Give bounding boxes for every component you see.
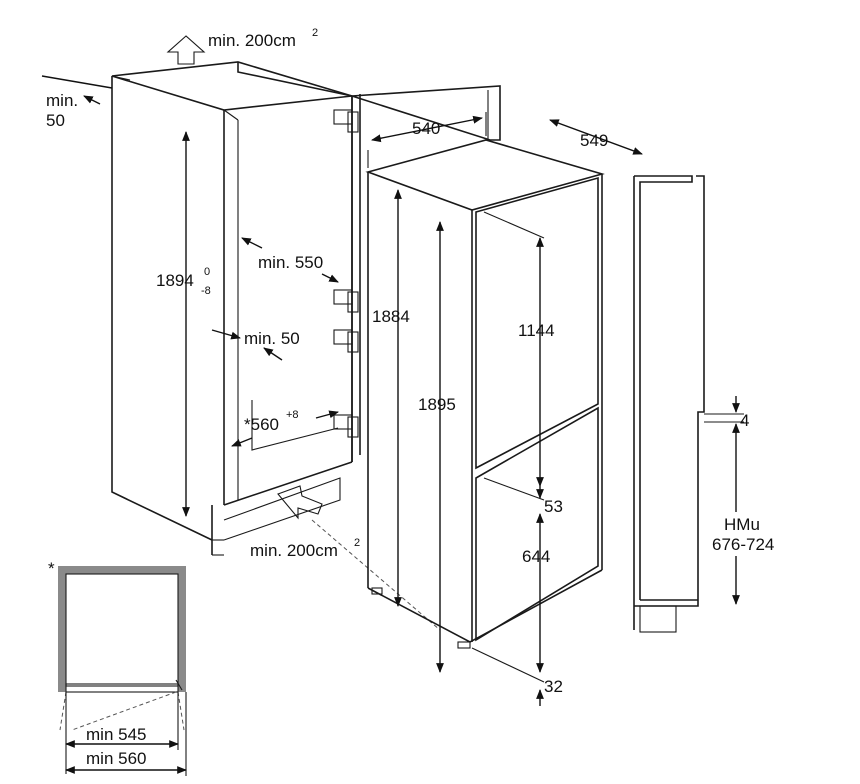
niche-height-label: 1894 [156, 271, 194, 290]
total-height-label: 1895 [418, 395, 456, 414]
vent-bottom-label: min. 200cm [250, 541, 338, 560]
freezer-door-height-label: 644 [522, 547, 550, 566]
fridge-door-height-label: 1144 [518, 321, 555, 340]
door-gap-dimension [483, 477, 545, 501]
door-depth-label: 540 [412, 119, 440, 138]
min-560-dimension [65, 692, 187, 776]
appliance-body [365, 139, 605, 649]
min-545-dimension [65, 692, 179, 774]
vent-top-label: min. 200cm [208, 31, 296, 50]
niche-depth-dimension [241, 237, 339, 283]
min-560-label: min 560 [86, 749, 146, 768]
hinge-middle-2 [333, 329, 359, 353]
hinge-middle-1 [333, 289, 359, 313]
niche-width-dimension [231, 410, 339, 447]
appliance-depth-label: 549 [580, 131, 608, 150]
freezer-door-height-dimension [471, 513, 545, 683]
vent-bottom-arrow-icon [277, 485, 323, 520]
niche-height-tol-lower: -8 [201, 285, 211, 297]
cabinet-niche [111, 61, 353, 556]
fridge-door-height-dimension [483, 211, 545, 487]
rear-gap-label-2: 50 [46, 111, 65, 130]
niche-depth-label: min. 550 [258, 253, 323, 272]
vent-top-arrow-icon [166, 35, 206, 65]
door-side-view [633, 175, 744, 633]
footnote-asterisk: * [48, 559, 55, 578]
niche-width-label: *560 [244, 415, 279, 434]
hinge-top [333, 109, 359, 133]
depth-guide-dashed [311, 519, 441, 631]
niche-height-tol-upper: 0 [204, 266, 210, 278]
door-gap-label: 53 [544, 497, 563, 516]
top-view-niche [58, 566, 186, 731]
hmu-label: HMu [724, 515, 760, 534]
hinge-bottom [333, 414, 359, 438]
vent-bottom-exponent: 2 [354, 537, 360, 549]
bottom-gap-label: 32 [544, 677, 563, 696]
side-gap-dimension [211, 329, 283, 361]
body-height-label: 1884 [372, 307, 410, 326]
appliance-depth-dimension [549, 119, 643, 155]
niche-width-tolerance: +8 [286, 409, 299, 421]
door-depth-dimension [367, 112, 487, 168]
hmu-range-label: 676-724 [712, 535, 774, 554]
rear-gap-label-1: min. [46, 91, 78, 110]
rear-gap-dimension [41, 75, 131, 105]
min-545-label: min 545 [86, 725, 146, 744]
vent-top-exponent: 2 [312, 27, 318, 39]
side-gap-label: min. 50 [244, 329, 300, 348]
hinge-offset-label: 4 [740, 411, 749, 430]
